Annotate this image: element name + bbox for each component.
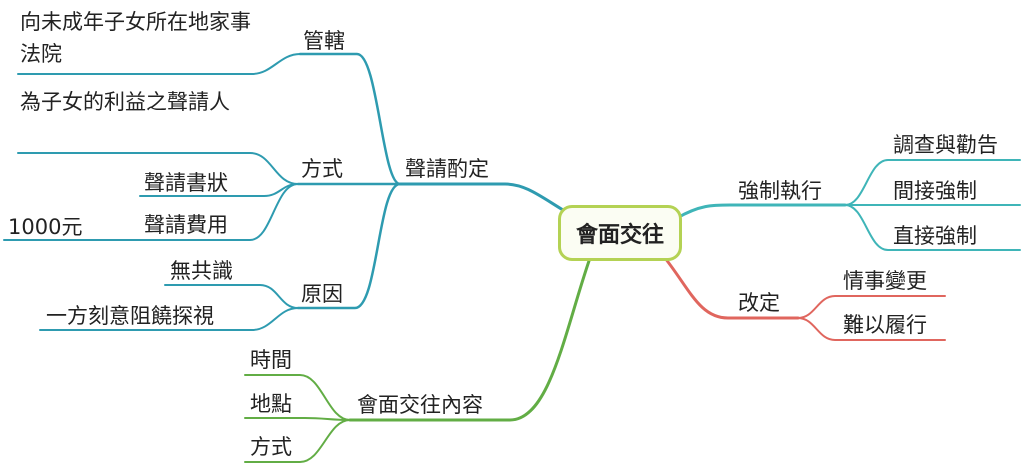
- central-topic[interactable]: 會面交往: [558, 205, 682, 261]
- topic-jurisdiction[interactable]: 管轄: [303, 29, 345, 53]
- topic-method[interactable]: 方式: [301, 157, 343, 181]
- connector-content-place: [244, 417, 351, 421]
- connector-method-petitioner: [17, 152, 299, 185]
- connector-central-content: [348, 256, 592, 422]
- connector-change-difficult: [797, 317, 946, 341]
- leaf-change-circumstance[interactable]: 情事變更: [843, 269, 927, 293]
- topic-content[interactable]: 會面交往內容: [357, 393, 483, 417]
- leaf-method-document[interactable]: 聲請書狀: [144, 171, 228, 195]
- connector-reason-obstruct: [39, 307, 299, 331]
- connector-change-circumstance: [797, 295, 946, 319]
- connector-central-change: [663, 256, 800, 320]
- connector-enforce-investigate: [844, 159, 1021, 206]
- leaf-jurisdiction-court[interactable]: 向未成年子女所在地家事法院: [20, 10, 251, 66]
- leaf-content-place[interactable]: 地點: [250, 392, 292, 416]
- leaf-enforce-direct[interactable]: 直接強制: [893, 224, 977, 248]
- topic-enforce[interactable]: 強制執行: [738, 179, 822, 203]
- leaf-method-petitioner[interactable]: 為子女的利益之聲請人: [20, 90, 230, 114]
- leaf-reason-obstruct[interactable]: 一方刻意阻饒探視: [46, 304, 214, 328]
- connector-content-method: [244, 419, 351, 463]
- leaf-content-method[interactable]: 方式: [250, 435, 292, 459]
- leaf-method-fee[interactable]: 聲請費用: [144, 213, 228, 237]
- connector-reason-noconsensus: [164, 284, 299, 309]
- connector-method-fee: [139, 183, 299, 241]
- connector-petition-reason: [296, 182, 402, 310]
- topic-reason[interactable]: 原因: [301, 282, 343, 306]
- topic-petition[interactable]: 聲請酌定: [405, 157, 489, 181]
- leaf-content-time[interactable]: 時間: [250, 348, 292, 372]
- connector-central-petition: [398, 182, 565, 212]
- connector-petition-jurisdiction: [298, 52, 402, 186]
- connector-enforce-direct: [844, 204, 1021, 251]
- leaf-enforce-investigate[interactable]: 調查與勸告: [893, 133, 998, 157]
- connector-jurisdiction-leaf: [17, 53, 301, 75]
- topic-change[interactable]: 改定: [738, 291, 780, 315]
- leaf-enforce-indirect[interactable]: 間接強制: [893, 179, 977, 203]
- leaf-fee-amount[interactable]: 1000元: [8, 215, 83, 239]
- connector-content-time: [244, 374, 351, 421]
- leaf-reason-noconsensus[interactable]: 無共識: [170, 259, 233, 283]
- leaf-change-difficult[interactable]: 難以履行: [843, 313, 927, 337]
- connector-central-enforce: [675, 203, 847, 220]
